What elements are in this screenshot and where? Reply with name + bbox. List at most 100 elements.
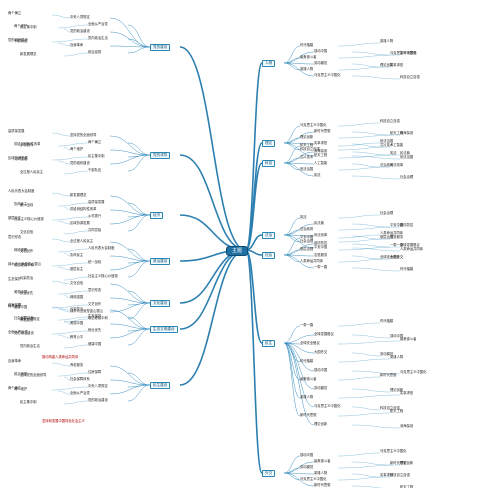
left-subleaf-link — [57, 202, 89, 207]
left-leaf-text: 乡村振兴 — [88, 214, 102, 218]
right-leaf-link — [283, 254, 315, 269]
right-leaf-text: 平安中国 — [300, 235, 314, 239]
left-leaf-text: 中央八项规定 — [70, 15, 90, 19]
right-leaf-text: 新时代思想 — [314, 483, 331, 487]
right-leaf-text: 新时代思想 — [300, 413, 317, 417]
right-leaf-text: 平安中国 — [314, 245, 328, 249]
left-subleaf-text: 意识形态 — [8, 234, 22, 239]
right-subleaf-link — [337, 340, 401, 345]
left-leaf-text: 两个维护 — [70, 147, 84, 151]
left-subleaf-link — [51, 238, 71, 243]
left-leaf-link — [109, 260, 151, 271]
right-leaf-text: 马克思主义中国化 — [314, 73, 341, 77]
right-leaf-link — [283, 237, 301, 256]
highlight-text: 推动构建人类命运共同体 — [42, 355, 79, 359]
right-subleaf-link — [351, 267, 401, 272]
right-subleaf-text: 深海探测 — [400, 130, 414, 135]
left-branch-node[interactable]: 党的建设 — [150, 44, 171, 51]
left-subleaf-text: 协商民主 — [14, 201, 28, 206]
left-branch-link — [179, 249, 247, 304]
left-branch-link — [179, 249, 247, 386]
right-subleaf-link — [337, 122, 381, 127]
right-branch-node[interactable]: 人物 — [262, 60, 276, 67]
right-subleaf-link — [351, 247, 401, 252]
left-subleaf-text: 社会主义核心价值观 — [14, 216, 44, 221]
right-subleaf-link — [337, 464, 401, 469]
right-leaf-text: 时代楷模 — [300, 359, 314, 363]
left-branch-node[interactable]: 经济 — [150, 212, 164, 219]
right-branch-node[interactable]: 民生 — [262, 340, 276, 347]
left-leaf-text: 住房保障 — [88, 370, 102, 374]
right-subleaf-link — [337, 322, 381, 327]
right-leaf-text: 实事求是 — [314, 141, 328, 145]
right-subleaf-link — [337, 234, 381, 239]
left-subleaf-link — [51, 156, 89, 161]
left-leaf-link — [127, 46, 151, 54]
left-subleaf-link — [57, 334, 71, 339]
right-leaf-text: 理论创新 — [314, 422, 328, 426]
left-leaf-link — [127, 248, 151, 262]
left-subleaf-link — [57, 290, 89, 295]
right-subleaf-text: 科技自立自强 — [380, 405, 400, 410]
right-branch-node[interactable]: 理论 — [262, 140, 276, 147]
left-leaf-link — [127, 214, 151, 232]
right-subleaf-text: 新时代思想 — [390, 460, 407, 465]
right-leaf-text: 航天工程 — [300, 143, 314, 147]
right-leaf-text: 马克思主义中国化 — [300, 477, 327, 481]
left-leaf-text: 统一战线 — [88, 260, 102, 264]
right-subleaf-text: 大国外交 — [390, 254, 404, 259]
left-branch-node[interactable]: 民生建设 — [150, 382, 171, 389]
right-subleaf-text: 社会治理 — [400, 174, 414, 179]
left-leaf-link — [127, 24, 151, 48]
left-leaf-text: 党内政治生活 — [88, 36, 108, 40]
right-subleaf-link — [337, 166, 391, 171]
right-subleaf-text: 航天工程 — [390, 408, 404, 413]
right-subleaf-link — [337, 226, 401, 231]
right-branch-node[interactable]: 社会 — [262, 252, 276, 259]
right-leaf-text: 深海探测 — [314, 149, 328, 153]
right-leaf-text: 劳动模范 — [314, 386, 328, 390]
left-subleaf-link — [51, 304, 89, 309]
left-subleaf-link — [51, 14, 71, 19]
right-subleaf-text: 最美奋斗者 — [400, 336, 417, 341]
right-leaf-text: 感动中国 — [314, 49, 328, 53]
left-leaf-link — [127, 328, 151, 346]
left-subleaf-link — [57, 160, 71, 165]
right-leaf-text: 英雄人物 — [300, 395, 314, 399]
right-leaf-text: 法治政府 — [300, 227, 314, 231]
left-branch-node[interactable]: 党的领导 — [150, 152, 171, 159]
left-branch-node[interactable]: 政治建设 — [150, 258, 171, 265]
right-leaf-text: 全球发展倡议 — [314, 332, 334, 336]
left-branch-node[interactable]: 生态文明建设 — [150, 326, 178, 333]
left-subleaf-text: 养老服务 — [20, 317, 34, 322]
right-leaf-text: 芯片技术 — [300, 155, 314, 159]
left-subleaf-link — [51, 362, 71, 367]
left-leaf-link — [127, 260, 151, 278]
right-subleaf-link — [351, 352, 381, 357]
right-branch-node[interactable]: 外交 — [262, 470, 276, 477]
right-branch-node[interactable]: 法治 — [262, 232, 276, 239]
left-subleaf-text: 两个确立 — [8, 10, 22, 15]
right-leaf-link — [283, 62, 315, 77]
left-subleaf-text: 共同富裕 — [14, 156, 28, 161]
left-subleaf-text: 干部队伍 — [14, 38, 28, 43]
left-branch-link — [179, 154, 247, 251]
left-subleaf-text: 党的组织建设 — [8, 37, 28, 42]
right-subleaf-link — [351, 163, 381, 168]
right-subleaf-text: 司法改革 — [390, 162, 404, 167]
left-subleaf-text: 两个确立 — [8, 385, 22, 390]
left-leaf-text: 全面从严治党 — [88, 22, 108, 26]
right-subleaf-text: 马克思主义中国化 — [380, 448, 407, 453]
right-leaf-text: 最美奋斗者 — [300, 55, 317, 59]
left-leaf-link — [109, 323, 151, 330]
left-leaf-text: 协商民主 — [70, 253, 84, 257]
left-subleaf-text: 政治巡视 — [14, 371, 28, 376]
left-leaf-link — [109, 297, 151, 304]
right-branch-link — [245, 249, 263, 344]
left-branch-node[interactable]: 文化建设 — [150, 300, 171, 307]
left-leaf-text: 就业优先 — [88, 328, 102, 332]
right-branch-node[interactable]: 科技 — [262, 160, 276, 167]
root-node[interactable]: 主题 — [226, 246, 249, 256]
left-subleaf-text: 文化自信 — [20, 229, 34, 234]
